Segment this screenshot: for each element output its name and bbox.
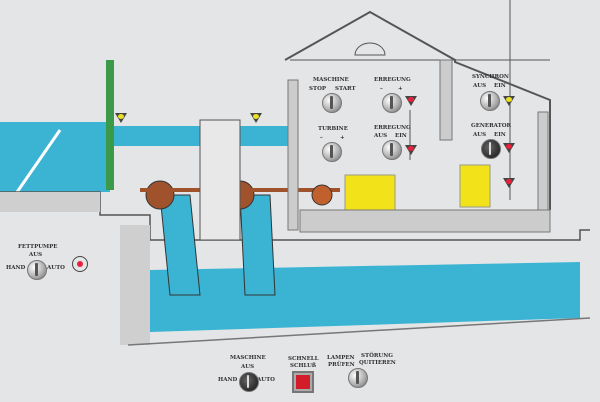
foundation [0, 192, 100, 212]
green-pipe [106, 60, 114, 190]
maschine-mode-label: MASCHINE [230, 355, 266, 361]
fettpumpe-aus-label: AUS [29, 252, 43, 258]
fettpumpe-hand-label: HAND [6, 265, 26, 271]
fettpumpe-mode-switch[interactable] [27, 260, 47, 280]
synchron-ein-label: EIN [494, 83, 506, 89]
synchron-label: SYNCHRON [472, 74, 509, 80]
intake-rake [13, 129, 62, 196]
synchron-aus-label: AUS [473, 83, 487, 89]
erregung-adjust-switch[interactable] [382, 93, 402, 113]
level-lamp-upper [115, 113, 127, 123]
generator-machine [459, 164, 491, 208]
generator-lamp-2 [503, 178, 515, 188]
stoerung-label-2: QUITIEREN [359, 360, 396, 366]
exciter-machine [344, 174, 396, 216]
erregung-onoff-switch[interactable] [382, 140, 402, 160]
schnellschluss-label-2: SCHLUß [290, 363, 317, 369]
erregung-ein-lamp [405, 145, 417, 155]
maschine-stop-label: STOP [309, 86, 326, 92]
turbine-label: TURBINE [318, 126, 348, 132]
erregung-label: ERREGUNG [374, 77, 411, 83]
erregung-onoff-label: ERREGUNG [374, 125, 411, 131]
draft-tube-1 [159, 194, 201, 296]
maschine-label: MASCHINE [313, 77, 349, 83]
fettpumpe-label: FETTPUMPE [18, 244, 58, 250]
synchron-lamp [503, 96, 515, 106]
maschine-start-label: START [335, 86, 356, 92]
tailrace-water [150, 262, 580, 332]
maschine-mode-switch[interactable] [239, 372, 259, 392]
lampen-pruefen-label-2: PRÜFEN [328, 362, 355, 368]
erregung-plus-label: + [398, 86, 403, 92]
maschine-mode-auto-label: AUTO [257, 377, 275, 383]
fettpumpe-auto-label: AUTO [47, 265, 65, 271]
generator-switch[interactable] [481, 139, 501, 159]
schnellschluss-emergency-button[interactable] [292, 371, 314, 393]
synchron-switch[interactable] [480, 91, 500, 111]
generator-aus-label: AUS [473, 132, 487, 138]
turbine-1 [145, 180, 175, 210]
erregung-lamp [405, 96, 417, 106]
powerhouse-roof [284, 10, 551, 210]
maschine-mode-hand-label: HAND [218, 377, 238, 383]
upper-reservoir-water [0, 122, 110, 192]
generator-label: GENERATOR [471, 123, 512, 129]
lamp-test-reset-switch[interactable] [348, 368, 368, 388]
stoerung-label-1: STÖRUNG [361, 353, 393, 359]
generator-lamp [503, 143, 515, 153]
erregung-minus-label: – [380, 86, 383, 92]
gearbox [311, 184, 333, 206]
turbine-minus-label: – [320, 135, 323, 141]
erregung-aus-label: AUS [374, 133, 388, 139]
fettpumpe-lamp [72, 256, 88, 272]
draft-tube-2 [239, 194, 276, 296]
generator-ein-label: EIN [494, 132, 506, 138]
erregung-ein-label: EIN [395, 133, 407, 139]
turbine-adjust-switch[interactable] [322, 142, 342, 162]
level-lamp-gate [250, 113, 262, 123]
schnellschluss-label-1: SCHNELL [288, 356, 319, 362]
maschine-start-stop-switch[interactable] [322, 93, 342, 113]
lampen-pruefen-label-1: LAMPEN [327, 355, 355, 361]
maschine-mode-aus-label: AUS [241, 364, 255, 370]
turbine-plus-label: + [340, 135, 345, 141]
